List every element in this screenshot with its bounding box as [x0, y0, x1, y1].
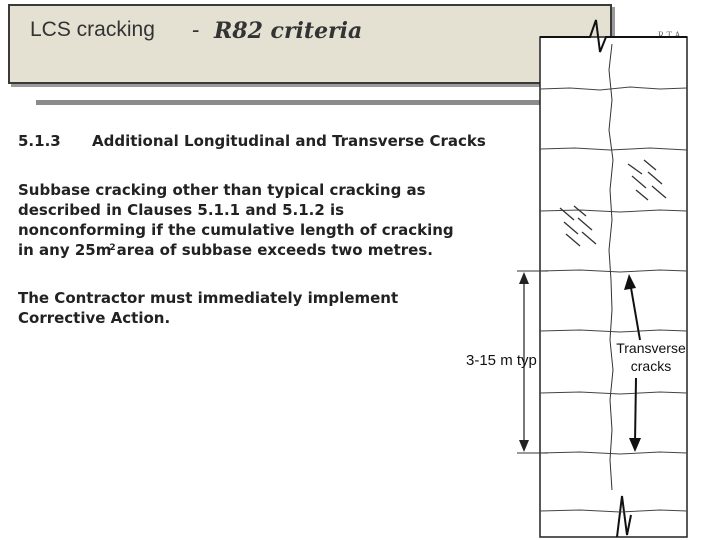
section-heading: Additional Longitudinal and Transverse C…: [92, 132, 486, 150]
area-text: in any 25m: [18, 241, 112, 259]
transverse-cracks-callout: Transverse cracks: [606, 339, 696, 375]
break-line-bottom: [616, 495, 632, 538]
subbase-strip: [539, 36, 688, 538]
diagonal-cracks-lower: [559, 205, 597, 247]
page-subtitle: R82 criteria: [214, 18, 363, 44]
callout-arrowhead-down: [629, 438, 641, 452]
transverse-crack: [539, 509, 688, 513]
dimension-label: 3-15 m typ: [466, 352, 537, 369]
page-title: LCS cracking: [30, 18, 155, 41]
break-line-top: [540, 19, 687, 53]
action-paragraph: The Contractor must immediately implemen…: [18, 288, 488, 328]
paragraph-line: nonconforming if the cumulative length o…: [18, 221, 454, 239]
callout-arrow-down: [634, 377, 637, 444]
area-superscript: 2: [109, 243, 116, 253]
transverse-crack: [539, 391, 688, 395]
title-banner: LCS cracking - R82 criteria RTA: [8, 4, 681, 84]
paragraph-line: in any 25m2area of subbase exceeds two m…: [18, 240, 538, 260]
transverse-crack: [539, 269, 688, 273]
transverse-crack: [539, 147, 688, 151]
logo-tag: RTA: [658, 30, 684, 40]
paragraph-line: Corrective Action.: [18, 309, 171, 327]
paragraph-line: The Contractor must immediately implemen…: [18, 289, 399, 307]
paragraph-line: described in Clauses 5.1.1 and 5.1.2 is: [18, 201, 345, 219]
transverse-crack: [539, 209, 688, 213]
dimension-arrow-top: [519, 272, 529, 284]
criteria-paragraph: Subbase cracking other than typical crac…: [18, 180, 538, 260]
header-rule: [36, 100, 544, 105]
title-separator: -: [192, 18, 200, 43]
longitudinal-crack: [608, 43, 614, 491]
transverse-crack: [539, 329, 688, 333]
callout-line: cracks: [630, 358, 672, 374]
callout-line: Transverse: [616, 340, 686, 356]
transverse-crack: [539, 86, 688, 91]
area-text-rest: area of subbase exceeds two metres.: [116, 241, 433, 259]
callout-arrowhead-up: [624, 274, 636, 290]
diagonal-cracks-upper: [627, 159, 667, 201]
paragraph-line: Subbase cracking other than typical crac…: [18, 181, 426, 199]
section-number: 5.1.3: [18, 132, 61, 150]
callout-arrow-up: [629, 281, 641, 341]
transverse-crack: [539, 451, 688, 455]
dimension-arrow-bottom: [519, 440, 529, 452]
